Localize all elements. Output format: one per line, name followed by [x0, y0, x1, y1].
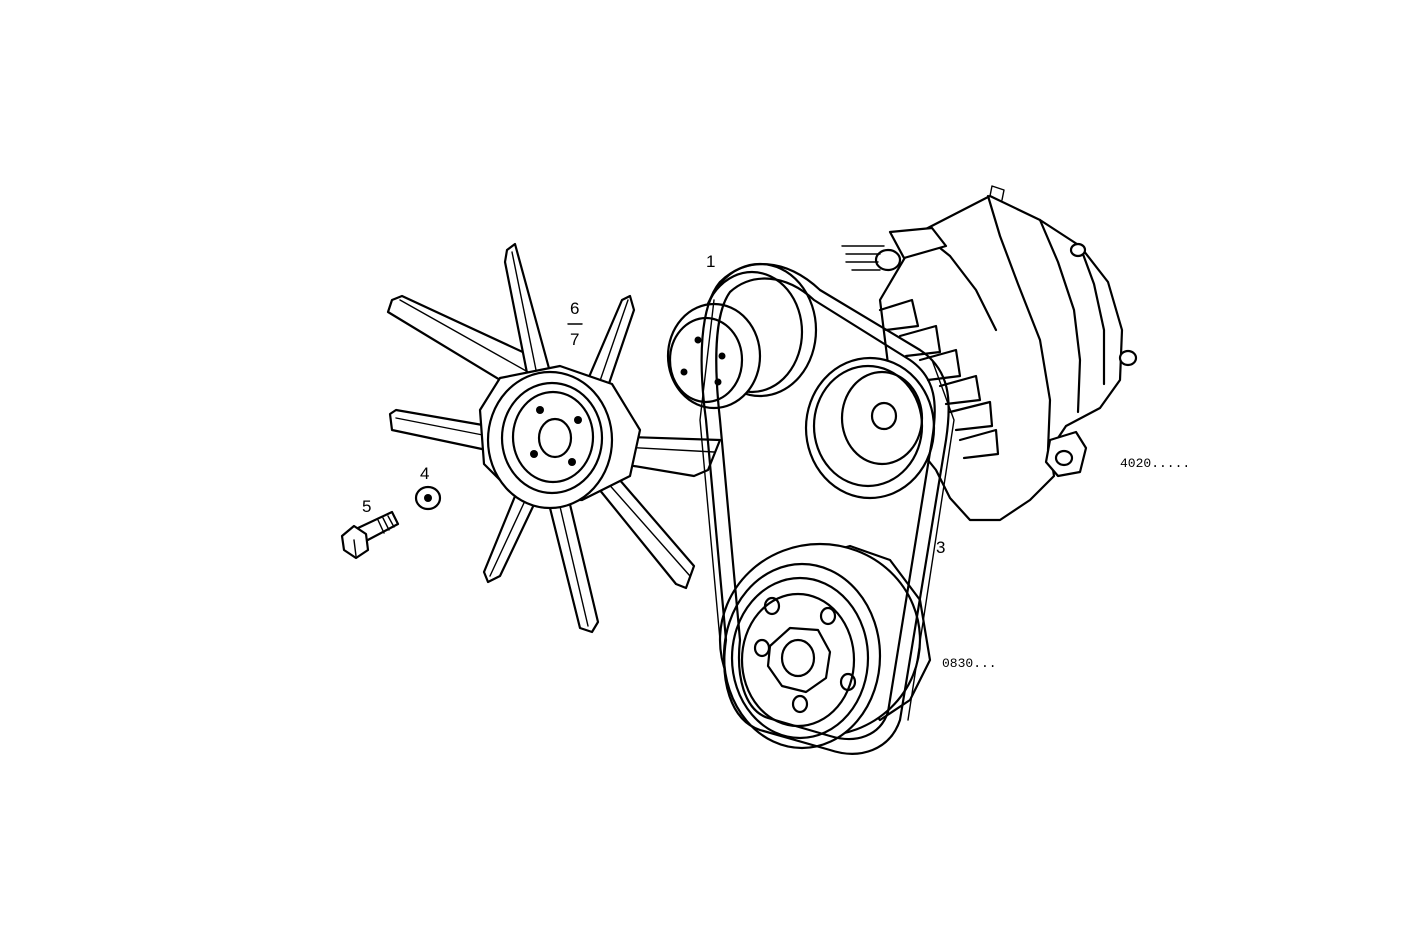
washer: [414, 485, 442, 511]
callout-item-1: 1: [706, 252, 716, 271]
alternator-pulley-rim: [804, 356, 936, 500]
callout-item-7: 7: [570, 330, 580, 349]
crankshaft-bolt-hole: [839, 672, 857, 692]
reference-crankshaft-group: 0830...: [942, 656, 997, 671]
reference-alternator-group: 4020.....: [1120, 456, 1191, 471]
water-pump-pulley: [666, 262, 818, 410]
alternator-nut-side: [1118, 349, 1138, 367]
alternator-pulley-hub: [870, 401, 898, 431]
callout-item-5: 5: [362, 497, 372, 516]
fan-bolt-hole: [536, 406, 544, 414]
alternator-mount-foot: [1044, 430, 1088, 478]
crankshaft-bolt-hole: [819, 606, 837, 626]
crankshaft-bolt-hole: [791, 694, 809, 714]
tension-bracket: [888, 226, 948, 260]
fan-center-bore: [537, 417, 573, 459]
pulley-bolt-hole: [718, 352, 726, 360]
crankshaft-hub-hex: [766, 626, 832, 694]
belt-inner: [715, 277, 936, 741]
callout-item-3: 3: [936, 538, 946, 557]
crankshaft-bore: [780, 638, 816, 678]
alternator: [841, 185, 1138, 522]
fan-bolt-hole: [530, 450, 538, 458]
crankshaft-bolt-hole: [763, 596, 781, 616]
tension-bolt: [874, 248, 902, 272]
pulley-bolt-hole: [680, 368, 688, 376]
cooling-fan: [386, 242, 722, 634]
callout-item-6: 6: [570, 299, 580, 318]
alternator-nut-top: [1069, 242, 1087, 258]
callout-item-4: 4: [420, 464, 430, 483]
washer-hole: [424, 494, 432, 502]
alternator-front-cover: [986, 194, 1052, 452]
crankshaft-bolt-hole: [753, 638, 771, 658]
fan-bolt-hole: [568, 458, 576, 466]
pulley-bolt-hole: [694, 336, 702, 344]
hex-bolt: [340, 510, 400, 560]
v-belt: [699, 263, 955, 755]
bolt-hex-head: [340, 524, 370, 560]
fan-bolt-hole: [574, 416, 582, 424]
alternator-pulley: [804, 356, 936, 500]
crankshaft-pulley: [718, 542, 932, 750]
